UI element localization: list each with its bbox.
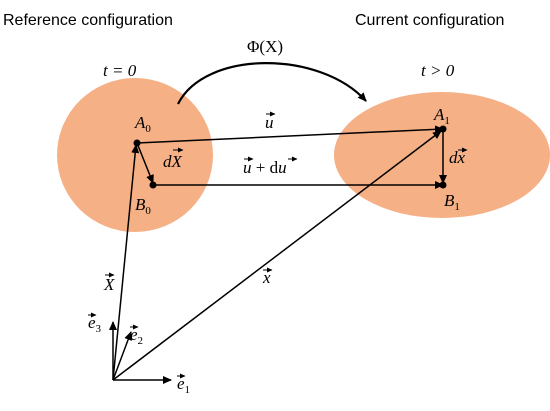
basis-label-e3: e3 bbox=[88, 312, 102, 335]
vector-label-X: X bbox=[103, 272, 115, 294]
reference-time-label: t = 0 bbox=[103, 61, 137, 80]
svg-text:x: x bbox=[262, 268, 271, 287]
mapping-curve-arrow bbox=[177, 62, 367, 105]
material-element-arrow-dX bbox=[136, 142, 154, 184]
svg-text:dx: dx bbox=[449, 148, 466, 167]
current-time-label: t > 0 bbox=[421, 61, 455, 80]
basis-arrow-e2 bbox=[112, 331, 132, 381]
svg-text:e3: e3 bbox=[88, 313, 102, 335]
vector-label-x: x bbox=[262, 267, 273, 287]
point-a1-dot bbox=[439, 125, 447, 133]
mapping-label: Φ(X) bbox=[247, 37, 283, 56]
point-b0-dot bbox=[149, 181, 157, 189]
basis-label-e1: e1 bbox=[177, 373, 190, 396]
point-b0-label: B0 bbox=[135, 195, 151, 217]
svg-text:u + du: u + du bbox=[243, 158, 287, 177]
position-arrow-x bbox=[112, 130, 442, 381]
position-arrow-X bbox=[112, 144, 140, 381]
vector-label-u-plus-du: u + du bbox=[243, 156, 298, 177]
svg-text:e1: e1 bbox=[177, 374, 190, 396]
point-a0-label: A0 bbox=[134, 113, 151, 135]
basis-label-e2: e2 bbox=[130, 324, 143, 347]
point-b1-dot bbox=[439, 181, 447, 189]
current-body bbox=[334, 92, 550, 218]
svg-text:dX: dX bbox=[163, 152, 183, 171]
svg-text:e2: e2 bbox=[130, 325, 143, 347]
point-a0-dot bbox=[133, 139, 141, 147]
displacement-arrow-u bbox=[136, 125, 444, 144]
svg-text:X: X bbox=[103, 275, 115, 294]
reference-configuration-heading: Reference configuration bbox=[3, 12, 173, 29]
current-configuration-heading: Current configuration bbox=[355, 12, 504, 29]
vector-label-dx: dx bbox=[449, 147, 468, 167]
vector-label-u: u bbox=[265, 111, 276, 132]
point-b1-label: B1 bbox=[444, 191, 460, 213]
point-a1-label: A1 bbox=[433, 105, 450, 127]
vector-label-dX: dX bbox=[163, 147, 184, 171]
svg-text:u: u bbox=[265, 113, 274, 132]
